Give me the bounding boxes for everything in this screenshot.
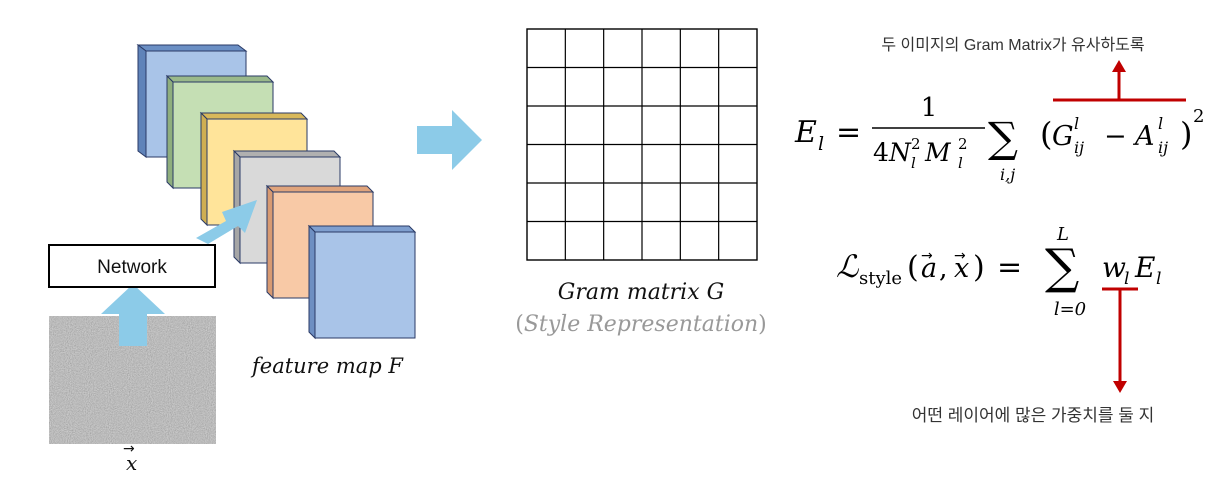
svg-text:4: 4 (873, 138, 889, 167)
gram-matrix-grid (526, 28, 758, 261)
equation-style-layer-loss: E l = 1 4 N l 2 M l 2 ∑ i,j ( G l ij − A… (794, 93, 1204, 184)
svg-text:=: = (997, 250, 1022, 285)
svg-text:→: → (954, 248, 966, 264)
red-annotation-bottom-arrow (1102, 287, 1138, 393)
svg-text:(Style Representation): (Style Representation) (515, 312, 767, 337)
svg-text:ℒ: ℒ (836, 249, 859, 285)
feature-map-layer-6 (307, 224, 417, 340)
network-to-features-arrow (196, 200, 257, 244)
svg-text:M: M (924, 138, 952, 167)
annotation-bottom: 어떤 레이어에 많은 가중치를 둘 지 (912, 406, 1155, 425)
svg-text:l: l (818, 133, 824, 155)
svg-text:l: l (911, 154, 916, 172)
svg-text:,: , (939, 253, 948, 284)
svg-text:∑: ∑ (1045, 239, 1079, 295)
features-to-gram-arrow (417, 110, 482, 170)
svg-text:l: l (958, 154, 963, 172)
network-label: Network (97, 257, 167, 278)
svg-text:A: A (1132, 121, 1155, 152)
svg-text:2: 2 (1193, 106, 1204, 127)
annotation-top: 두 이미지의 Gram Matrix가 유사하도록 (881, 36, 1144, 54)
svg-text:L: L (1056, 224, 1069, 245)
svg-text:w: w (1102, 251, 1126, 284)
svg-text:∑: ∑ (988, 113, 1018, 162)
svg-text:ij: ij (1158, 138, 1168, 157)
svg-text:l: l (1124, 269, 1129, 289)
svg-text:−: − (1104, 121, 1127, 152)
svg-text:): ) (973, 250, 985, 285)
input-label: x → (123, 441, 137, 475)
svg-text:l: l (1156, 269, 1161, 289)
svg-text:→: → (921, 248, 933, 264)
svg-text:→: → (123, 441, 135, 457)
equation-total-style-loss: ℒ style ( a → , x → ) = ∑ L l=0 w l E l (836, 224, 1161, 320)
svg-text:2: 2 (958, 135, 968, 153)
svg-text:(: ( (1040, 115, 1052, 153)
svg-text:=: = (836, 115, 861, 150)
red-annotation-top-arrow (1053, 60, 1186, 102)
svg-text:N: N (888, 138, 912, 167)
svg-text:style: style (859, 268, 902, 289)
svg-text:x: x (954, 253, 969, 284)
svg-text:G: G (1052, 121, 1074, 152)
gram-matrix-label: Gram matrix G (558, 280, 724, 305)
svg-text:2: 2 (911, 135, 921, 153)
svg-text:(: ( (907, 250, 919, 285)
svg-text:a: a (921, 253, 937, 284)
svg-text:l=0: l=0 (1054, 299, 1086, 320)
feature-map-label: feature map F (250, 354, 404, 378)
svg-text:ij: ij (1074, 138, 1084, 157)
svg-text:x: x (126, 451, 137, 475)
svg-text:i,j: i,j (1000, 165, 1015, 184)
svg-text:1: 1 (921, 93, 938, 123)
input-to-network-arrow (101, 284, 165, 346)
style-representation-label: (Style Representation) (515, 312, 767, 337)
network-box (48, 244, 216, 288)
svg-text:l: l (1074, 114, 1079, 133)
svg-text:E: E (794, 115, 817, 150)
svg-text:E: E (1134, 251, 1155, 284)
feature-map-stack (136, 44, 417, 340)
svg-text:): ) (1180, 115, 1192, 153)
svg-text:l: l (1158, 114, 1163, 133)
